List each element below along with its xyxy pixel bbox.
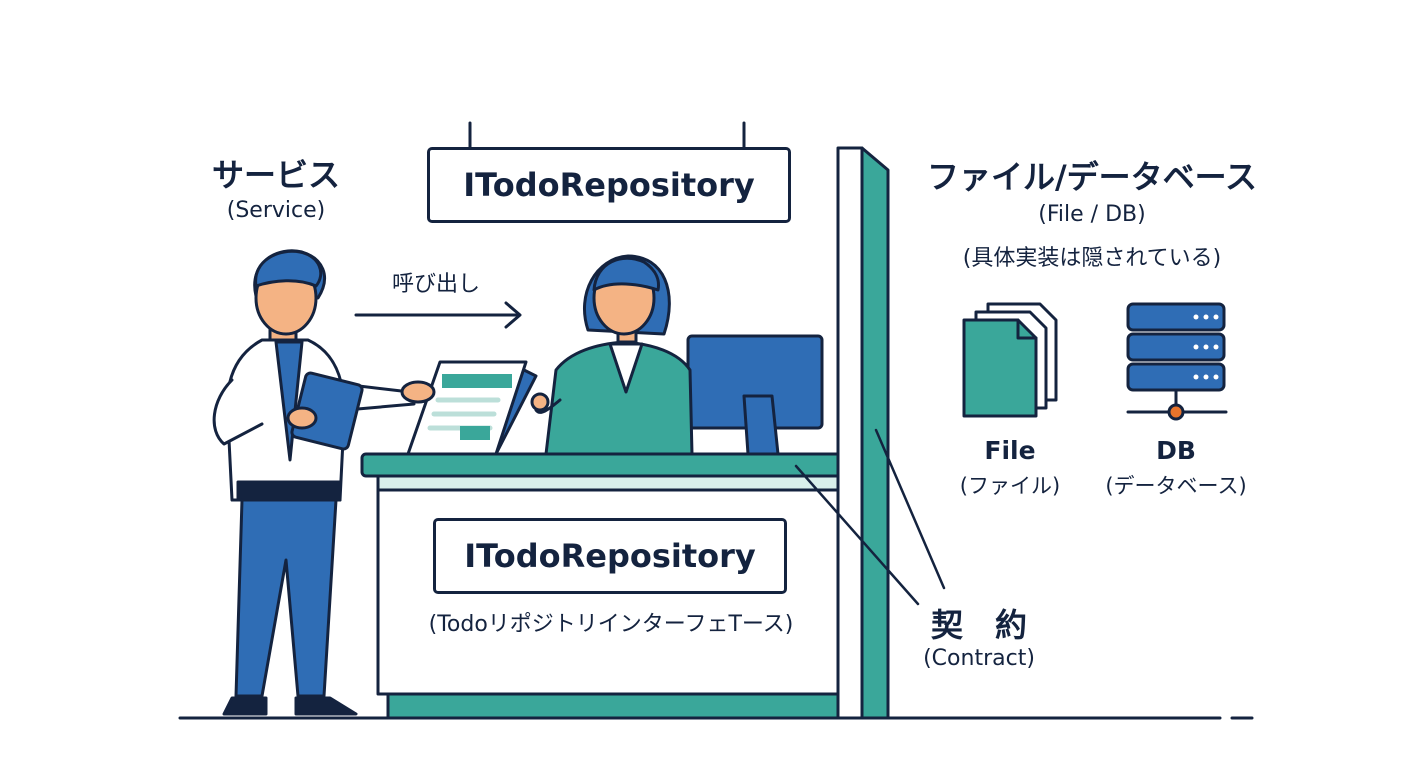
interface-sign: ITodoRepository (427, 147, 791, 223)
call-arrow (354, 301, 522, 329)
service-subtitle: (Service) (226, 198, 326, 223)
file-stack-icon (962, 302, 1058, 418)
receptionist-figure (530, 254, 694, 456)
held-tablet-icon (290, 371, 364, 451)
monitor-icon (686, 334, 824, 456)
tablet-stand-icon (406, 360, 538, 456)
contract-pointer-lines (794, 428, 946, 606)
partition-wall (836, 146, 890, 720)
storage-hidden-note: (具体実装は隠されている) (962, 246, 1222, 271)
db-label: DB (1156, 436, 1196, 465)
db-sublabel: (データベース) (1105, 474, 1247, 498)
storage-title: ファイル/データベース (926, 158, 1258, 196)
counter-interface-panel: ITodoRepository (433, 518, 787, 594)
file-label: File (984, 436, 1036, 465)
storage-subtitle: (File / DB) (1038, 202, 1146, 227)
service-man-figure (212, 249, 436, 716)
contract-sublabel: (Contract) (923, 646, 1035, 671)
service-title: サービス (211, 156, 340, 194)
database-server-icon (1126, 302, 1228, 421)
file-sublabel: (ファイル) (959, 474, 1061, 498)
interface-sign-label: ITodoRepository (463, 166, 755, 204)
counter-interface-label: ITodoRepository (464, 537, 756, 575)
contract-label: 契 約 (930, 606, 1027, 644)
counter-interface-caption: (TodoリポジトリインターフェTース) (428, 612, 794, 637)
call-label: 呼び出し (391, 272, 480, 297)
